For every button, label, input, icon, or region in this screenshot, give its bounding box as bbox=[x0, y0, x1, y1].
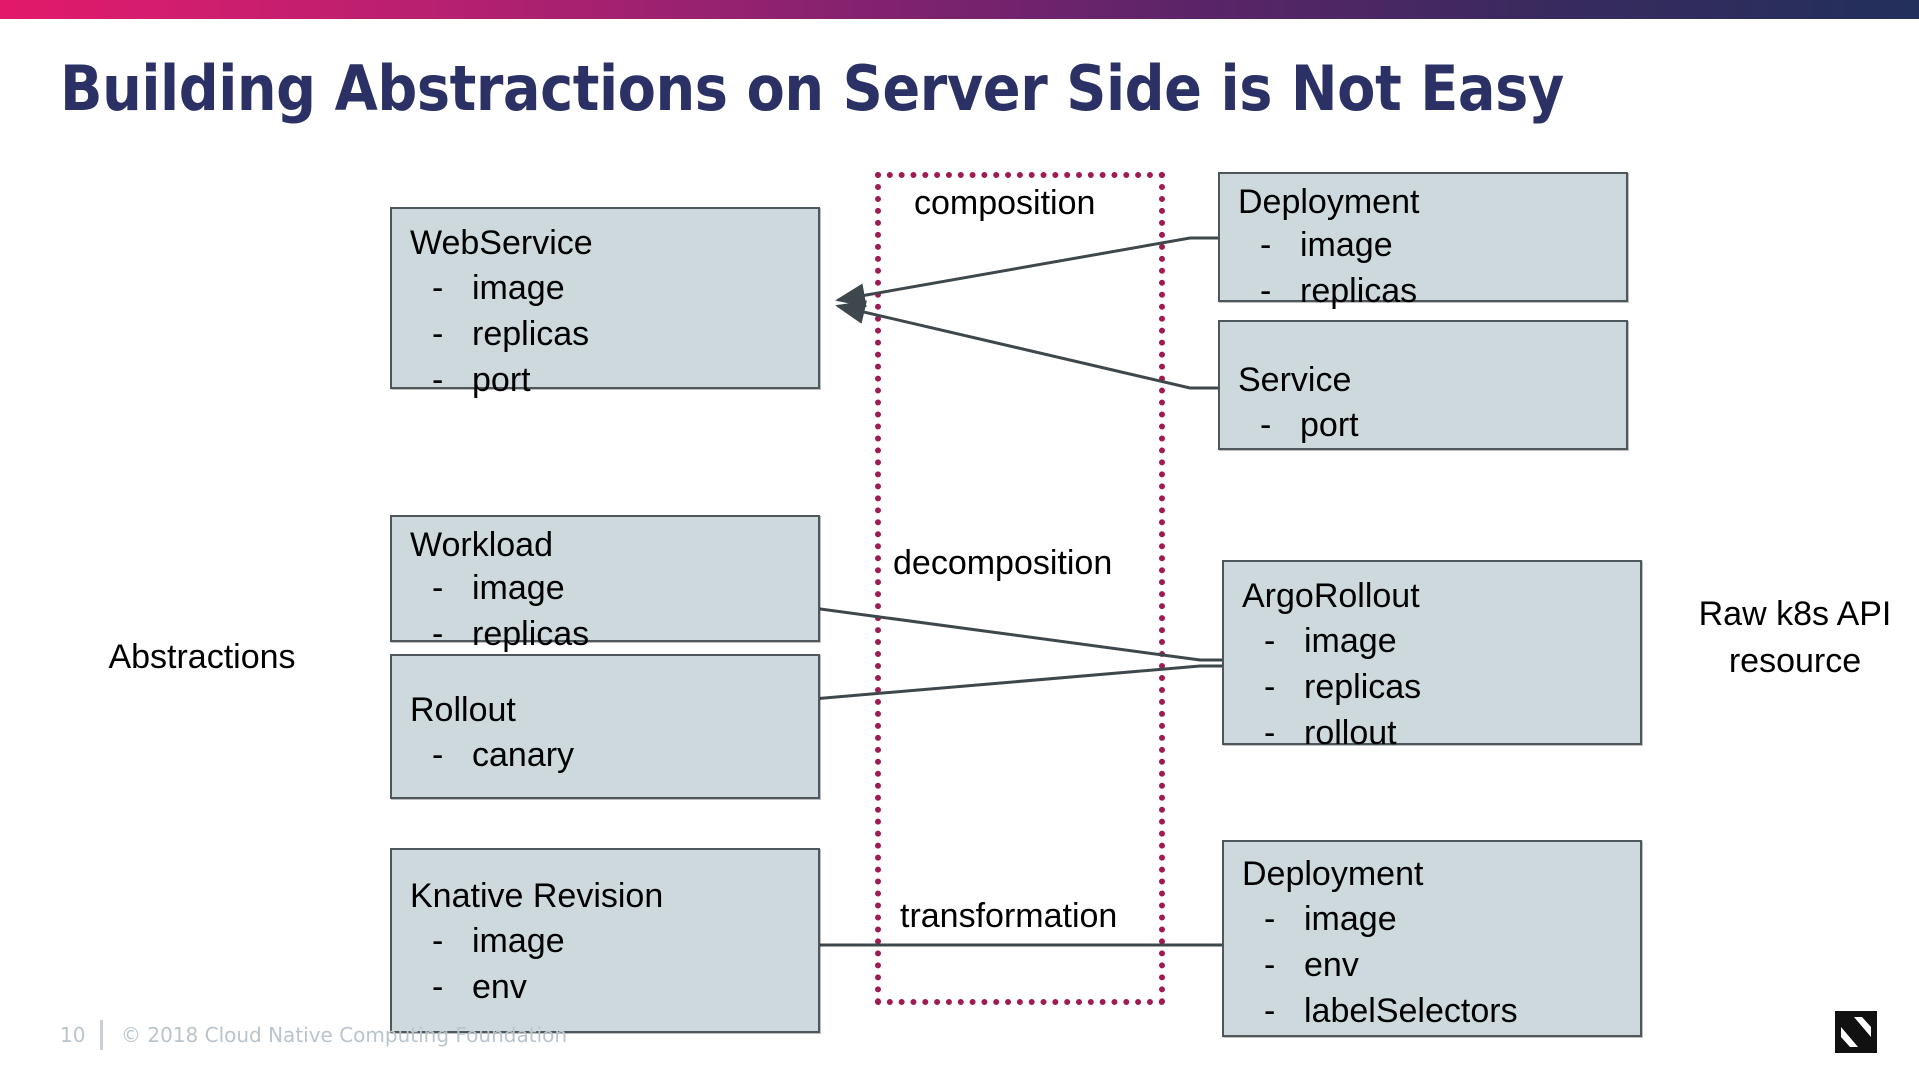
relation-label-decomposition: decomposition bbox=[893, 544, 1113, 582]
bullet-dash: - bbox=[1260, 406, 1272, 444]
top-accent-band bbox=[0, 0, 1919, 19]
node-attrs-rollout: -canary bbox=[410, 732, 574, 778]
attr-label: env bbox=[472, 968, 527, 1006]
attr-row: -env bbox=[1242, 942, 1518, 988]
bullet-dash: - bbox=[432, 361, 444, 399]
attr-label: port bbox=[1300, 406, 1359, 444]
bullet-dash: - bbox=[432, 736, 444, 774]
bullet-dash: - bbox=[1264, 992, 1276, 1030]
node-title-service: Service bbox=[1238, 361, 1352, 399]
attr-label: port bbox=[472, 361, 531, 399]
footer-copyright: © 2018 Cloud Native Computing Foundation bbox=[121, 1023, 568, 1047]
bullet-dash: - bbox=[432, 615, 444, 653]
right-column-label-line1: Raw k8s API bbox=[1698, 595, 1892, 633]
node-title-knative-revision: Knative Revision bbox=[410, 877, 664, 915]
left-column-label: Abstractions bbox=[108, 638, 296, 676]
node-attrs-workload: -image -replicas bbox=[410, 565, 589, 657]
footer-divider bbox=[100, 1020, 103, 1050]
node-title-deployment-bottom: Deployment bbox=[1242, 855, 1424, 893]
node-attrs-argorollout: -image -replicas -rollout bbox=[1242, 618, 1421, 756]
bullet-dash: - bbox=[1264, 946, 1276, 984]
node-title-rollout: Rollout bbox=[410, 691, 516, 729]
attr-label: image bbox=[472, 269, 565, 307]
footer-page-number: 10 bbox=[60, 1023, 86, 1047]
attr-label: image bbox=[1304, 622, 1397, 660]
node-box-service[interactable]: Service -port bbox=[1218, 320, 1628, 450]
attr-row: -canary bbox=[410, 732, 574, 778]
bullet-dash: - bbox=[432, 968, 444, 1006]
node-box-deployment-bottom[interactable]: Deployment -image -env -labelSelectors bbox=[1222, 840, 1642, 1037]
attr-row: -env bbox=[410, 964, 565, 1010]
bullet-dash: - bbox=[1264, 622, 1276, 660]
attr-row: -replicas bbox=[410, 611, 589, 657]
attr-row: -image bbox=[1242, 896, 1518, 942]
bullet-dash: - bbox=[1264, 714, 1276, 752]
attr-row: -image bbox=[1238, 222, 1417, 268]
attr-row: -replicas bbox=[1242, 664, 1421, 710]
node-title-workload: Workload bbox=[410, 526, 553, 564]
attr-row: -rollout bbox=[1242, 710, 1421, 756]
attr-row: -image bbox=[410, 565, 589, 611]
bullet-dash: - bbox=[1260, 226, 1272, 264]
bullet-dash: - bbox=[432, 922, 444, 960]
node-attrs-deployment-bottom: -image -env -labelSelectors bbox=[1242, 896, 1518, 1034]
attr-label: replicas bbox=[1304, 668, 1422, 706]
attr-row: -image bbox=[410, 918, 565, 964]
attr-row: -labelSelectors bbox=[1242, 988, 1518, 1034]
node-box-deployment-top[interactable]: Deployment -image -replicas bbox=[1218, 172, 1628, 310]
attr-label: rollout bbox=[1304, 714, 1397, 752]
node-title-webservice: WebService bbox=[410, 224, 593, 262]
node-attrs-service: -port bbox=[1238, 402, 1359, 448]
node-attrs-deployment-top: -image -replicas bbox=[1238, 222, 1417, 314]
node-title-deployment-top: Deployment bbox=[1238, 183, 1420, 221]
bullet-dash: - bbox=[1264, 668, 1276, 706]
attr-row: -port bbox=[410, 357, 589, 403]
attr-label: canary bbox=[472, 736, 575, 774]
relation-label-composition: composition bbox=[914, 184, 1096, 222]
attr-label: replicas bbox=[1300, 272, 1418, 310]
node-box-knative-revision[interactable]: Knative Revision -image -env bbox=[390, 848, 820, 1033]
node-box-rollout[interactable]: Rollout -canary bbox=[390, 654, 820, 799]
cncf-logo-icon bbox=[1835, 1011, 1877, 1053]
attr-label: replicas bbox=[472, 315, 590, 353]
node-title-argorollout: ArgoRollout bbox=[1242, 577, 1420, 615]
node-attrs-webservice: -image -replicas -port bbox=[410, 265, 589, 403]
node-box-argorollout[interactable]: ArgoRollout -image -replicas -rollout bbox=[1222, 560, 1642, 752]
bullet-dash: - bbox=[1260, 272, 1272, 310]
bullet-dash: - bbox=[432, 569, 444, 607]
attr-label: image bbox=[472, 569, 565, 607]
attr-row: -image bbox=[1242, 618, 1421, 664]
relationship-region bbox=[875, 172, 1165, 1005]
attr-label: image bbox=[1300, 226, 1393, 264]
relation-label-transformation: transformation bbox=[900, 897, 1118, 935]
bullet-dash: - bbox=[432, 269, 444, 307]
node-box-workload[interactable]: Workload -image -replicas bbox=[390, 515, 820, 653]
page-title: Building Abstractions on Server Side is … bbox=[60, 52, 1564, 125]
bullet-dash: - bbox=[432, 315, 444, 353]
attr-label: env bbox=[1304, 946, 1359, 984]
bullet-dash: - bbox=[1264, 900, 1276, 938]
node-box-webservice[interactable]: WebService -image -replicas -port bbox=[390, 207, 820, 399]
attr-label: image bbox=[472, 922, 565, 960]
attr-row: -port bbox=[1238, 402, 1359, 448]
right-column-label-line2: resource bbox=[1728, 642, 1862, 680]
attr-label: replicas bbox=[472, 615, 590, 653]
attr-label: image bbox=[1304, 900, 1397, 938]
attr-row: -replicas bbox=[410, 311, 589, 357]
node-attrs-knative-revision: -image -env bbox=[410, 918, 565, 1010]
slide-footer: 10 © 2018 Cloud Native Computing Foundat… bbox=[60, 1018, 567, 1052]
attr-row: -image bbox=[410, 265, 589, 311]
attr-row: -replicas bbox=[1238, 268, 1417, 314]
attr-label: labelSelectors bbox=[1304, 992, 1518, 1030]
